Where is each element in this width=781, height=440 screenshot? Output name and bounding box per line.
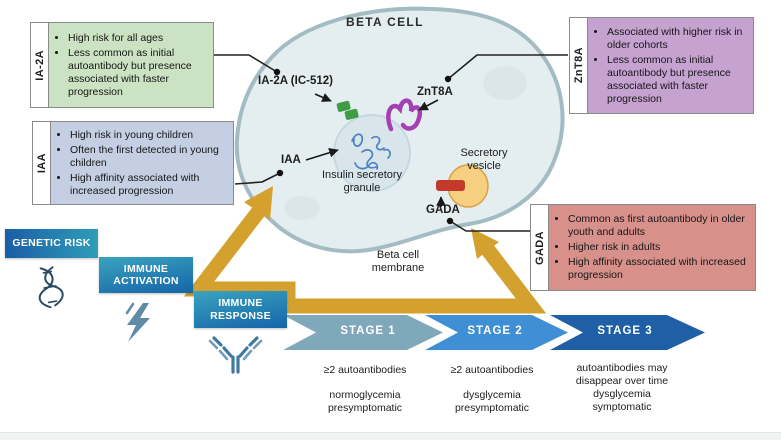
callout-iaa-bullets: High risk in young children Often the fi… <box>51 122 233 204</box>
bullet: Less common as initial autoantibody but … <box>68 47 209 99</box>
screenshot-bottom-edge <box>0 432 781 440</box>
callout-ia2a-bullets: High risk for all ages Less common as in… <box>49 23 213 107</box>
gold-arrowhead-right <box>471 228 499 259</box>
ia2a-connector <box>214 54 278 73</box>
znt8a-antigen-shape <box>386 98 423 132</box>
gold-arrowhead-left <box>244 186 273 220</box>
stage2-line: ≥2 autoantibodies <box>450 364 534 376</box>
bullet: Higher risk in adults <box>568 241 751 254</box>
immune-response-box: IMMUNE RESPONSE <box>194 291 287 328</box>
beta-cell-title: BETA CELL <box>346 15 424 29</box>
gada-antigen-label: GADA <box>426 204 460 216</box>
stage3-line: symptomatic <box>592 401 652 413</box>
callout-znt8a-bullets: Associated with higher risk in older coh… <box>588 18 753 113</box>
bullet: High affinity associated with increased … <box>70 172 229 198</box>
label-arrows <box>305 93 446 207</box>
bullet: Less common as initial autoantibody but … <box>607 54 749 106</box>
bullet: Associated with higher risk in older coh… <box>607 26 749 52</box>
callout-connectors <box>214 54 568 232</box>
cytoplasm-shading <box>483 66 527 100</box>
znt8a-label-arrow <box>418 99 439 111</box>
dna-icon <box>38 266 64 309</box>
callout-gada-bullets: Common as first autoantibody in older yo… <box>549 205 755 290</box>
callout-gada-tab: GADA <box>531 205 549 290</box>
connector-dots <box>273 68 454 225</box>
ia2a-antigen-label: IA-2A (IC-512) <box>258 75 333 87</box>
antibody-icon <box>208 336 263 374</box>
callout-gada-tab-label: GADA <box>533 230 546 265</box>
stage1-line: normoglycemia <box>329 389 401 401</box>
bullet: High risk in young children <box>70 129 229 142</box>
callout-iaa-tab-label: IAA <box>35 152 48 174</box>
callout-znt8a-tab: ZnT8A <box>570 18 588 113</box>
bullet: Common as first autoantibody in older yo… <box>568 213 751 239</box>
callout-gada: GADA Common as first autoantibody in old… <box>530 204 756 291</box>
iaa-antigen-label: IAA <box>281 154 301 166</box>
stage2-line <box>427 377 557 389</box>
secretory-vesicle-shape <box>436 164 489 208</box>
insulin-molecule-squiggles <box>351 133 391 170</box>
callout-ia2a: IA-2A High risk for all ages Less common… <box>30 22 214 108</box>
bullet: High risk for all ages <box>68 32 209 45</box>
stage1-line: ≥2 autoantibodies <box>323 364 407 376</box>
stage-chevrons <box>283 315 705 350</box>
stage1-description: ≥2 autoantibodies normoglycemia presympt… <box>300 364 430 415</box>
stage3-line: disappear over time <box>575 375 669 387</box>
callout-ia2a-tab-label: IA-2A <box>33 49 46 81</box>
genetic-risk-box: GENETIC RISK <box>5 229 98 258</box>
bullet: Often the first detected in young childr… <box>70 144 229 170</box>
stage2-label: STAGE 2 <box>467 325 523 337</box>
stage3-line: dysglycemia <box>593 388 651 400</box>
stage2-chevron <box>425 315 568 350</box>
granule-label: Insulin secretory granule <box>321 169 403 194</box>
callout-iaa-tab: IAA <box>33 122 51 204</box>
bullet: High affinity associated with increased … <box>568 256 751 282</box>
stage1-label: STAGE 1 <box>340 325 396 337</box>
callout-iaa: IAA High risk in young children Often th… <box>32 121 234 205</box>
stage1-chevron <box>283 315 443 350</box>
membrane-label: Beta cell membrane <box>371 249 425 274</box>
ia2a-label-arrow <box>314 93 332 102</box>
znt8a-antigen-label: ZnT8A <box>417 86 453 98</box>
vesicle-label: Secretory vesicle <box>460 147 508 172</box>
stage2-line: dysglycemia <box>463 389 521 401</box>
lightning-icon <box>125 302 150 342</box>
stage3-line: autoantibodies may <box>576 362 668 374</box>
gada-antigen-shape <box>436 180 465 191</box>
stage1-line <box>300 377 430 389</box>
stage2-description: ≥2 autoantibodies dysglycemia presymptom… <box>427 364 557 415</box>
callout-znt8a-tab-label: ZnT8A <box>572 47 585 84</box>
stage2-line: presymptomatic <box>454 402 530 414</box>
callout-ia2a-tab: IA-2A <box>31 23 49 107</box>
stage3-label: STAGE 3 <box>597 325 653 337</box>
stage1-line: presymptomatic <box>327 402 403 414</box>
stage3-description: autoantibodies may disappear over time d… <box>552 362 692 414</box>
znt8a-connector <box>447 54 568 80</box>
callout-znt8a: ZnT8A Associated with higher risk in old… <box>569 17 754 114</box>
ia2a-antigen-shape <box>336 100 359 120</box>
progression-gold-arrow <box>183 186 547 314</box>
gold-arrow-shaft <box>183 206 547 314</box>
stage3-chevron <box>550 315 705 350</box>
gada-connector <box>449 220 531 232</box>
iaa-connector <box>234 172 281 185</box>
cytoplasm-shading <box>284 196 320 220</box>
iaa-label-arrow <box>305 148 339 161</box>
immune-activation-box: IMMUNE ACTIVATION <box>99 257 193 293</box>
